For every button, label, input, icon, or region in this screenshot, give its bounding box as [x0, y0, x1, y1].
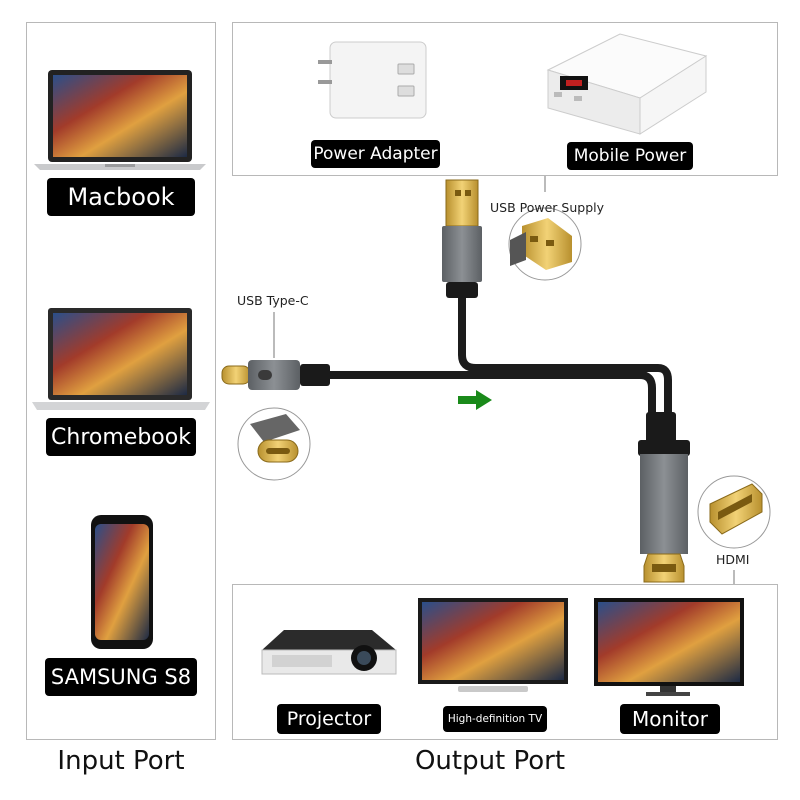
adapter-cable — [221, 179, 690, 583]
usb-power-supply-label: USB Power Supply — [490, 200, 604, 215]
hd-tv-icon — [418, 598, 568, 692]
usb-a-closeup-icon — [508, 207, 582, 281]
usb-c-closeup-icon — [237, 407, 311, 481]
hdmi-label: HDMI — [716, 552, 750, 567]
projector-icon — [261, 630, 397, 675]
output-port-caption: Output Port — [414, 746, 566, 776]
chromebook-label: Chromebook — [46, 418, 196, 456]
direction-arrow-icon — [458, 390, 492, 410]
hd-tv-label: High-definition TV — [443, 706, 547, 732]
input-port-caption: Input Port — [57, 746, 185, 776]
hdmi-closeup-icon — [697, 475, 771, 549]
samsung-phone-icon — [91, 515, 153, 649]
monitor-label: Monitor — [620, 704, 720, 734]
mobile-power-icon — [546, 33, 708, 135]
power-adapter-label: Power Adapter — [311, 140, 440, 168]
projector-label: Projector — [277, 704, 381, 734]
monitor-icon — [594, 598, 744, 696]
mobile-power-label: Mobile Power — [567, 142, 693, 170]
usb-type-c-label: USB Type-C — [237, 293, 309, 308]
chromebook-laptop-icon — [32, 308, 210, 410]
macbook-laptop-icon — [34, 70, 206, 170]
macbook-label: Macbook — [47, 178, 195, 216]
power-adapter-icon — [318, 41, 427, 119]
samsung-label: SAMSUNG S8 — [45, 658, 197, 696]
